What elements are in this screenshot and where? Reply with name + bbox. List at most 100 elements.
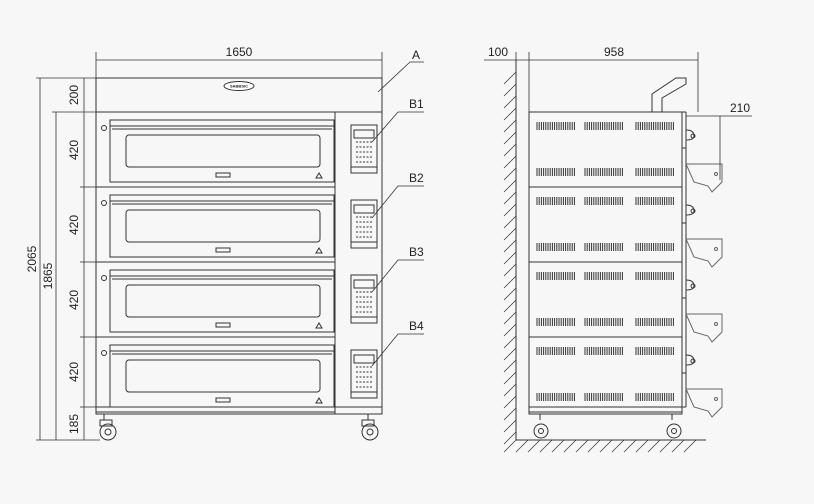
vent-slots — [536, 272, 575, 280]
door-badge — [215, 172, 231, 178]
deck-knob-icon — [101, 350, 107, 356]
hatch-line — [539, 439, 553, 453]
hatch-line — [503, 371, 517, 385]
hatch-line — [503, 155, 517, 169]
door-window — [125, 284, 321, 318]
handle-open-position — [685, 313, 723, 343]
hatch-line — [599, 439, 613, 453]
hatch-line — [503, 335, 517, 349]
control-panel-frame — [350, 199, 378, 249]
callout-leaders — [371, 61, 424, 367]
control-display — [353, 354, 375, 364]
control-panel-frame — [350, 124, 378, 174]
door-window — [125, 359, 321, 393]
hatch-line — [503, 131, 517, 145]
hatch-line — [503, 439, 517, 453]
hatch-line — [503, 203, 517, 217]
control-panel-1 — [350, 124, 378, 174]
door-badge — [215, 247, 231, 253]
hatch-line — [503, 251, 517, 265]
warning-icon — [315, 397, 323, 404]
callout-b2: B2 — [409, 171, 424, 185]
callout-b3: B3 — [409, 245, 424, 259]
vent-slots — [635, 197, 674, 205]
callout-a: A — [412, 48, 420, 62]
hatch-line — [611, 439, 625, 453]
handle-open-position — [685, 238, 723, 268]
hatch-line — [503, 311, 517, 325]
vent-slots — [584, 318, 623, 326]
deck-height-label-3: 420 — [67, 290, 81, 310]
control-panel-2 — [350, 199, 378, 249]
hatch-line — [503, 347, 517, 361]
top-height-label: 200 — [67, 85, 81, 105]
handle-pivot-icon — [714, 397, 718, 401]
deck-height-label-4: 420 — [67, 362, 81, 382]
deck-height-label-1: 420 — [67, 140, 81, 160]
control-panel-frame — [350, 274, 378, 324]
side-dimensions — [484, 52, 752, 180]
handle-pivot-icon — [714, 247, 718, 251]
vent-slots — [635, 243, 674, 251]
front-wheel-right — [361, 414, 379, 441]
hatch-line — [503, 95, 517, 109]
vent-slots — [635, 393, 674, 401]
oven-deck-1 — [96, 119, 378, 188]
hatch-line — [587, 439, 601, 453]
side-section-4 — [529, 347, 723, 418]
hatch-line — [503, 299, 517, 313]
wall-offset-label: 100 — [488, 45, 508, 59]
warning-icon — [315, 247, 323, 254]
hatch-line — [659, 439, 673, 453]
door-window — [125, 134, 321, 168]
oven-deck-3 — [96, 269, 378, 338]
side-view — [503, 60, 723, 453]
side-section-1 — [529, 122, 723, 193]
side-sections — [529, 122, 723, 418]
hatch-line — [503, 167, 517, 181]
side-handle-3 — [682, 279, 723, 343]
vent-slots — [536, 243, 575, 251]
hatch-line — [503, 119, 517, 133]
hatch-line — [503, 107, 517, 121]
base-height-label: 185 — [67, 414, 81, 434]
side-wheel-left — [533, 414, 549, 439]
side-handle-4 — [682, 354, 723, 418]
vent-slots — [536, 122, 575, 130]
deck-knob-icon — [101, 200, 107, 206]
handle-knob-icon — [690, 208, 696, 214]
vent-slots — [584, 122, 623, 130]
hatch-line — [527, 439, 541, 453]
control-panel-frame — [350, 349, 378, 399]
handle-label: 210 — [730, 101, 750, 115]
hatch-line — [623, 439, 637, 453]
hatch-line — [503, 407, 517, 421]
side-section-2 — [529, 197, 723, 268]
vent-slots — [635, 168, 674, 176]
handle-knob-icon — [690, 283, 696, 289]
hatch-line — [503, 395, 517, 409]
handle-curve — [685, 354, 695, 366]
hatch-line — [515, 439, 529, 453]
callout-b1: B1 — [409, 97, 424, 111]
vent-slots — [536, 168, 575, 176]
hatch-line — [503, 323, 517, 337]
hatch-line — [503, 263, 517, 277]
hatch-line — [551, 439, 565, 453]
hatch-line — [503, 191, 517, 205]
vent-slots — [635, 318, 674, 326]
hatch-line — [503, 227, 517, 241]
hatch-line — [503, 215, 517, 229]
door-badge — [215, 322, 231, 328]
front-view: SABBSIC — [95, 77, 383, 441]
handle-curve — [685, 129, 695, 141]
brand-badge: SABBSIC — [223, 81, 255, 91]
floor-hatch — [503, 439, 697, 453]
vent-slots — [584, 347, 623, 355]
vent-slots — [584, 168, 623, 176]
front-dimensions — [36, 52, 383, 441]
door-window — [125, 209, 321, 243]
vent-slots — [635, 272, 674, 280]
handle-knob-icon — [690, 133, 696, 139]
